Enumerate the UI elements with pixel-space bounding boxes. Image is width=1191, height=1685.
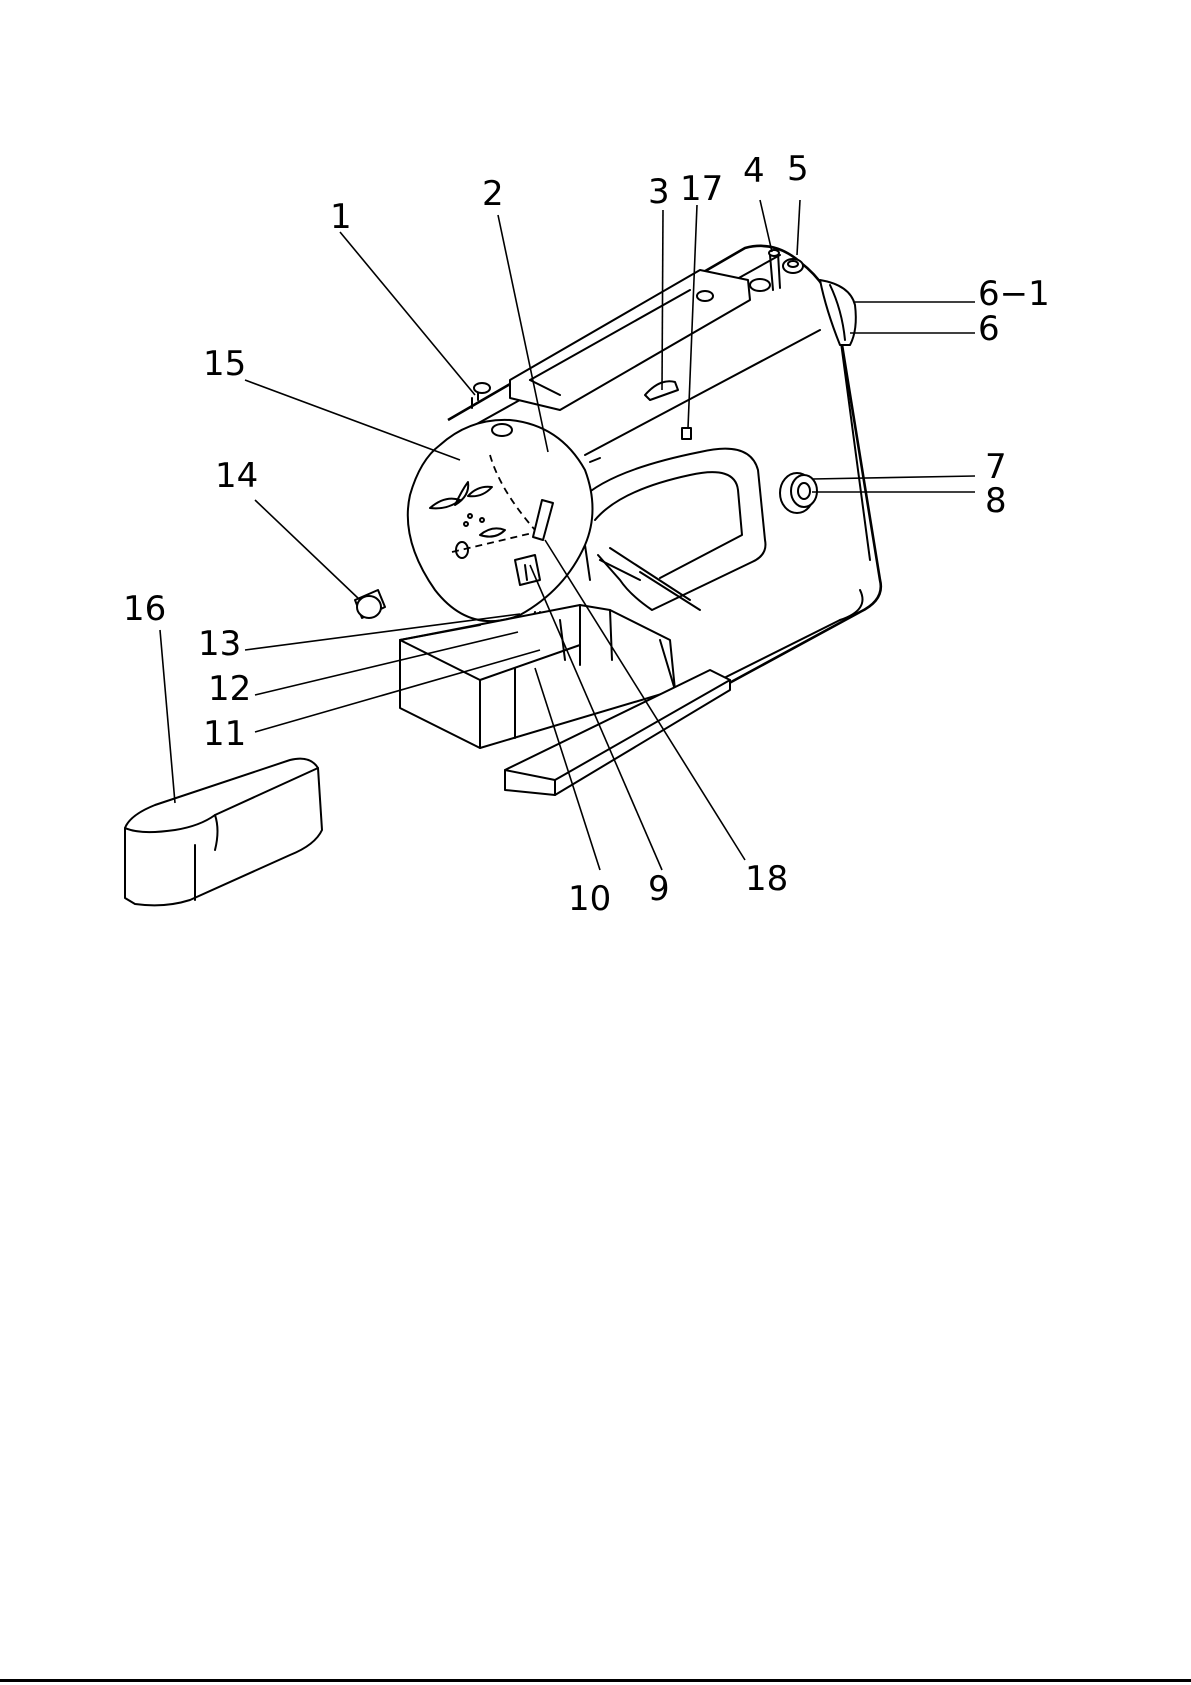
label-16: 16 xyxy=(123,589,166,629)
label-15: 15 xyxy=(203,344,246,384)
label-11: 11 xyxy=(203,714,246,754)
label-10: 10 xyxy=(568,879,611,919)
light-cap xyxy=(355,590,385,618)
spool-pin-top xyxy=(750,250,803,291)
stitch-selector-knob xyxy=(780,473,817,513)
label-12: 12 xyxy=(208,669,251,709)
label-14: 14 xyxy=(215,456,258,496)
label-8: 8 xyxy=(985,481,1007,521)
label-3: 3 xyxy=(648,172,670,212)
handwheel xyxy=(820,280,856,345)
top-cover xyxy=(510,270,750,410)
label-2: 2 xyxy=(482,174,504,214)
label-13: 13 xyxy=(198,624,241,664)
label-9: 9 xyxy=(648,869,670,909)
label-6-1: 6−1 xyxy=(978,274,1050,314)
label-6: 6 xyxy=(978,309,1000,349)
label-17: 17 xyxy=(680,169,723,209)
label-4: 4 xyxy=(743,151,765,191)
page-bottom-rule xyxy=(0,1679,1191,1682)
label-5: 5 xyxy=(787,149,809,189)
label-1: 1 xyxy=(330,197,352,237)
label-18: 18 xyxy=(745,859,788,899)
accessory-box xyxy=(125,759,322,906)
